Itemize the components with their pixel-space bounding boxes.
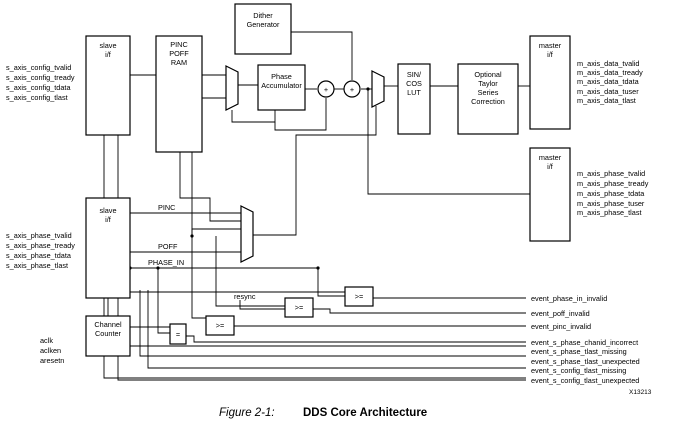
port-label: s_axis_config_tready (6, 73, 75, 82)
phase-output-ports: m_axis_phase_tvalid m_axis_phase_tready … (577, 169, 649, 217)
comparator-symbol: = (176, 330, 180, 339)
block-slave-if-phase: slave i/f (85, 197, 131, 299)
port-label: aclk (40, 336, 53, 345)
caption-title: DDS Core Architecture (303, 407, 427, 419)
block-label: i/f (105, 215, 112, 224)
block-label: slave (99, 206, 116, 215)
block-label: Taylor (478, 79, 498, 88)
block-label: Counter (95, 329, 122, 338)
phase-input-ports: s_axis_phase_tvalid s_axis_phase_tready … (6, 231, 75, 270)
block-label: i/f (547, 162, 554, 171)
adder-offset: + (317, 80, 335, 98)
port-label: event_poff_invalid (531, 309, 590, 318)
block-label: PINC (170, 40, 187, 49)
signal-label-resync: resync (234, 292, 256, 301)
port-label: event_s_phase_tlast_unexpected (531, 357, 640, 366)
block-label: slave (99, 41, 116, 50)
comparator-symbol: >= (355, 292, 364, 301)
internal-signal-labels: PINC POFF PHASE_IN resync (148, 203, 256, 301)
mux-accumulator-input (225, 65, 239, 111)
port-label: event_s_config_tlast_missing (531, 366, 626, 375)
block-label: master (539, 153, 562, 162)
port-label: s_axis_phase_tlast (6, 261, 68, 270)
data-output-ports: m_axis_data_tvalid m_axis_data_tready m_… (577, 59, 643, 105)
port-label: m_axis_data_tlast (577, 96, 636, 105)
block-label: LUT (407, 88, 421, 97)
comparator-pinc: >= (205, 315, 235, 336)
mux-lut-input (371, 70, 385, 108)
signal-label-poff: POFF (158, 242, 178, 251)
port-label: event_s_config_tlast_unexpected (531, 376, 639, 385)
block-label: POFF (169, 49, 189, 58)
port-label: s_axis_phase_tready (6, 241, 75, 250)
block-label: master (539, 41, 562, 50)
block-label: Channel (94, 320, 122, 329)
port-label: m_axis_phase_tready (577, 179, 649, 188)
port-label: s_axis_config_tlast (6, 93, 68, 102)
port-label: event_s_phase_chanid_incorrect (531, 338, 638, 347)
signal-label-pinc: PINC (158, 203, 175, 212)
block-dither-generator: Dither Generator (234, 3, 292, 55)
port-label: m_axis_data_tdata (577, 77, 640, 86)
adder-dither: + (343, 80, 361, 98)
block-master-if-data: master i/f (529, 35, 571, 130)
event-output-ports: event_phase_in_invalid event_poff_invali… (531, 294, 640, 385)
adder-symbol: + (350, 85, 354, 94)
port-label: m_axis_data_tvalid (577, 59, 639, 68)
signal-label-phase-in: PHASE_IN (148, 258, 184, 267)
block-label: Series (478, 88, 499, 97)
port-label: m_axis_phase_tlast (577, 208, 642, 217)
port-label: m_axis_data_tuser (577, 87, 639, 96)
port-label: event_pinc_invalid (531, 322, 591, 331)
adder-symbol: + (324, 85, 328, 94)
port-label: m_axis_phase_tdata (577, 189, 645, 198)
block-label: Dither (253, 11, 273, 20)
port-label: aresetn (40, 356, 64, 365)
block-label: Generator (247, 20, 280, 29)
port-label: s_axis_config_tvalid (6, 63, 71, 72)
figure-id: X13213 (629, 389, 652, 396)
connection-lines (103, 31, 530, 381)
comparator-symbol: >= (295, 303, 304, 312)
block-label: Optional (474, 70, 502, 79)
port-label: event_phase_in_invalid (531, 294, 607, 303)
port-label: aclken (40, 346, 61, 355)
block-label: i/f (105, 50, 112, 59)
block-taylor-correction: Optional Taylor Series Correction (457, 63, 519, 135)
block-label: SIN/ (407, 70, 422, 79)
comparator-phase-in: >= (344, 286, 374, 307)
config-input-ports: s_axis_config_tvalid s_axis_config_tread… (6, 63, 75, 102)
caption-number: Figure 2-1: (219, 407, 275, 419)
block-label: COS (406, 79, 422, 88)
block-label: Phase (271, 72, 292, 81)
block-channel-counter: Channel Counter (85, 315, 131, 357)
port-label: s_axis_config_tdata (6, 83, 71, 92)
block-slave-if-config: slave i/f (85, 35, 131, 136)
block-sin-cos-lut: SIN/ COS LUT (397, 63, 431, 135)
port-label: m_axis_data_tready (577, 68, 643, 77)
comparator-chanid: = (169, 323, 187, 345)
mux-phase-input (240, 205, 254, 263)
block-master-if-phase: master i/f (529, 147, 571, 242)
block-pinc-poff-ram: PINC POFF RAM (155, 35, 203, 153)
port-label: event_s_phase_tlast_missing (531, 347, 627, 356)
block-label: RAM (171, 58, 187, 67)
block-label: Correction (471, 97, 505, 106)
comparator-symbol: >= (216, 321, 225, 330)
figure-caption: Figure 2-1: DDS Core Architecture (219, 407, 427, 419)
port-label: m_axis_phase_tvalid (577, 169, 645, 178)
block-label: Accumulator (261, 81, 302, 90)
block-label: i/f (547, 50, 554, 59)
port-label: s_axis_phase_tvalid (6, 231, 72, 240)
comparator-poff: >= (284, 297, 314, 318)
block-phase-accumulator: Phase Accumulator (257, 64, 306, 111)
clock-input-ports: aclk aclken aresetn (40, 336, 64, 365)
port-label: m_axis_phase_tuser (577, 199, 645, 208)
port-label: s_axis_phase_tdata (6, 251, 72, 260)
